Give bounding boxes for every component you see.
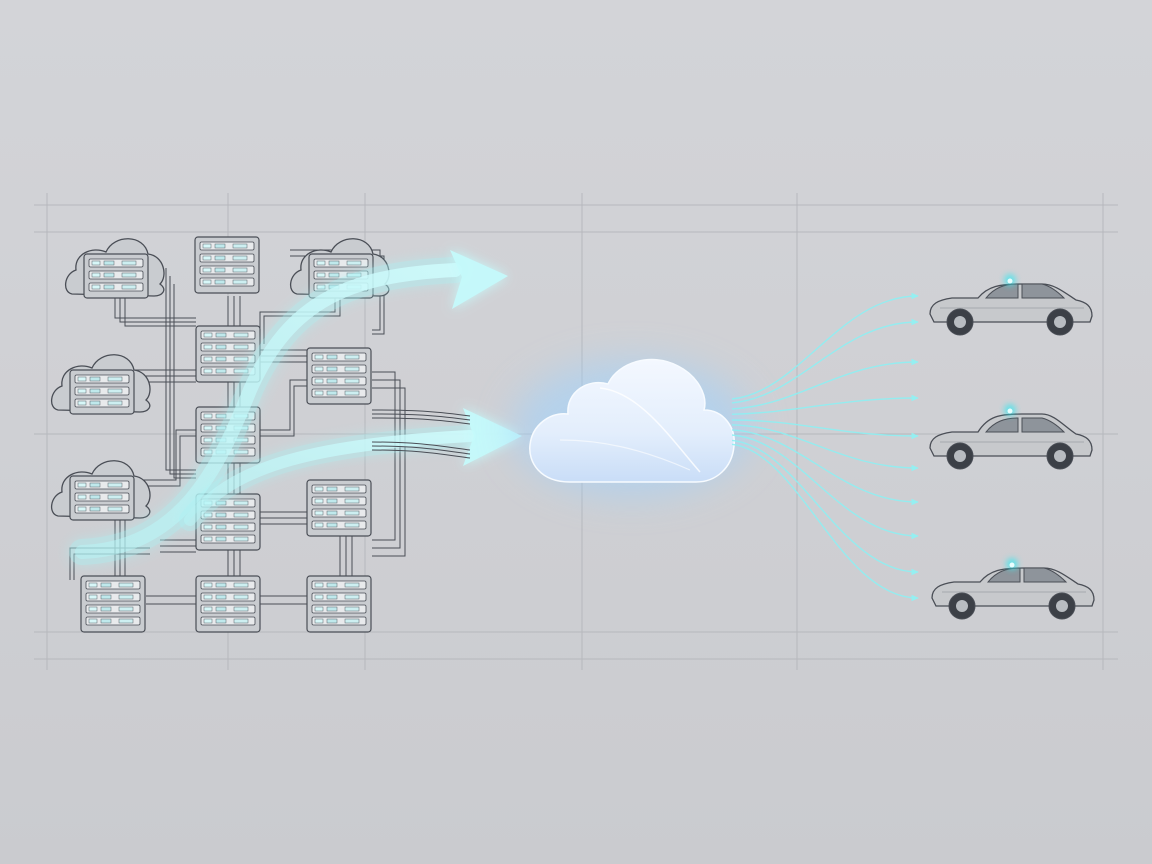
data-flow-arrows — [69, 250, 522, 565]
central-cloud — [512, 358, 752, 496]
server-rack-icon — [306, 479, 372, 537]
arrow-head-upper — [450, 250, 508, 309]
vehicle-fleet — [929, 274, 1095, 620]
car-icon — [931, 558, 1095, 620]
server-rack-icon — [195, 575, 261, 633]
cloud-server-icon — [65, 238, 165, 299]
server-rack-icon — [195, 325, 261, 383]
server-rack-icon — [80, 575, 146, 633]
cloud-server-icon — [51, 354, 151, 415]
server-rack-icon — [306, 575, 372, 633]
server-rack-icon — [306, 347, 372, 405]
broadcast-lines — [731, 292, 919, 602]
cloud-server-icon — [51, 460, 151, 521]
wire-bundle — [371, 409, 471, 459]
arrow-head-lower — [463, 408, 522, 466]
car-icon — [929, 404, 1093, 470]
car-icon — [929, 274, 1093, 336]
server-rack-icon — [194, 236, 260, 294]
